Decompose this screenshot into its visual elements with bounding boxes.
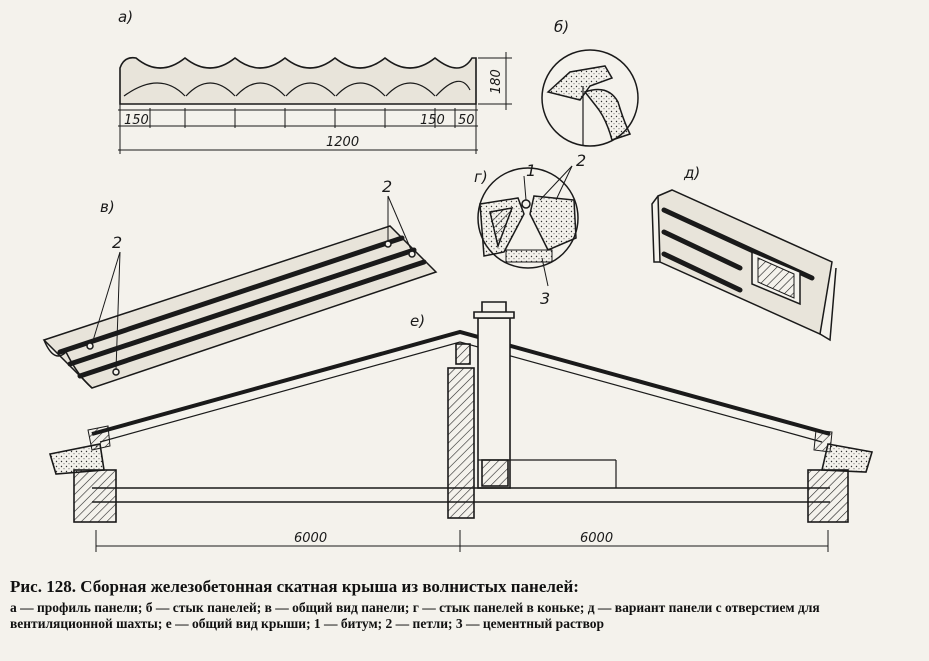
- dim-150-left: 150: [124, 113, 149, 128]
- caption-legend: а — профиль панели; б — стык панелей; в …: [10, 600, 820, 631]
- label-a: а): [118, 8, 133, 26]
- label-b: б): [554, 18, 569, 36]
- label-d: д): [683, 164, 700, 182]
- roof-general-view-e: [48, 301, 874, 552]
- figure-caption: Рис. 128. Сборная железобетонная скатная…: [10, 576, 922, 632]
- label-e: е): [410, 312, 425, 330]
- panel-profile-a: [118, 52, 512, 154]
- roof-panel-technical-drawing: а) 150 150 50 1200 180 б) г) 1 2 3 д): [42, 8, 874, 552]
- dim-50: 50: [458, 113, 475, 128]
- callout-2-loops-left: 2: [112, 233, 122, 252]
- label-g: г): [474, 168, 488, 186]
- panel-variant-d: [651, 189, 837, 342]
- dim-180: 180: [489, 69, 504, 94]
- span-right-6000: 6000: [580, 531, 613, 546]
- dim-1200: 1200: [326, 135, 359, 150]
- panel-general-view-v: [42, 195, 438, 389]
- callout-2-loops-ridge: 2: [576, 151, 586, 170]
- panel-joint-b: [541, 49, 639, 147]
- callout-3-cement-mortar: 3: [540, 289, 550, 308]
- callout-2-loops-right: 2: [382, 177, 392, 196]
- callout-1-bitumen: 1: [526, 161, 536, 180]
- dim-150-right: 150: [420, 113, 445, 128]
- label-v: в): [100, 198, 115, 216]
- span-left-6000: 6000: [294, 531, 327, 546]
- panel-joint-ridge-g: [477, 165, 579, 287]
- caption-title: Рис. 128. Сборная железобетонная скатная…: [10, 577, 579, 596]
